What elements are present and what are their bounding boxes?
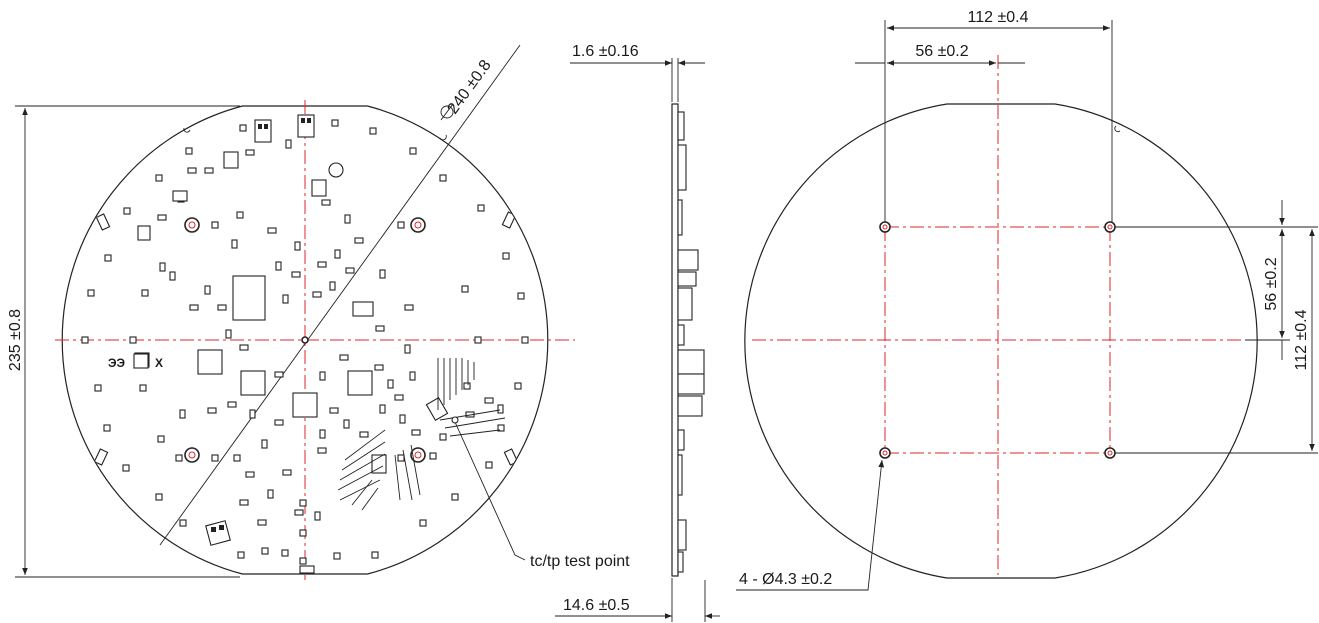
height-dimension-label: 235 ±0.8	[7, 309, 24, 371]
mounting-holes	[879, 221, 1116, 459]
diameter-line	[159, 44, 521, 546]
side-view: 1.6 ±0.16 14.6 ±0.5	[555, 43, 720, 622]
board-components	[134, 114, 504, 546]
board-outline	[61, 105, 549, 575]
hole-view-outline	[744, 103, 1258, 579]
svg-text:ЭЭ: ЭЭ	[108, 356, 126, 370]
side-components	[677, 111, 705, 573]
svg-text:X: X	[155, 356, 163, 370]
overall-dimension-label: 14.6 ±0.5	[563, 597, 630, 614]
hole-view-notch	[1114, 125, 1121, 133]
marking-symbols: ЭЭ X	[108, 353, 163, 370]
testpoint-leader	[454, 421, 526, 561]
horizontal-inner-dimension-label: 56 ±0.2	[915, 43, 968, 60]
front-view: ЭЭ X 235 ±0.8 240 ±0.8 tc/tp test point	[7, 44, 630, 580]
vertical-outer-dimension-label: 112 ±0.4	[1293, 309, 1310, 370]
holes-callout-leader	[736, 459, 885, 591]
thickness-dimension-label: 1.6 ±0.16	[572, 43, 639, 60]
hole-pattern-view: 112 ±0.4 56 ±0.2 56 ±0.2 112 ±0.4 4 - Ø4…	[736, 9, 1318, 591]
pcb-edge	[671, 103, 679, 577]
vertical-inner-dimension-label: 56 ±0.2	[1263, 257, 1280, 310]
notch-left	[183, 127, 191, 133]
heatsink-fingers	[337, 358, 506, 511]
notch-right	[439, 134, 447, 141]
testpoint-label: tc/tp test point	[530, 553, 630, 570]
front-mounting-holes	[184, 217, 426, 463]
testpoint-marker	[451, 416, 459, 424]
horizontal-outer-dimension-label: 112 ±0.4	[968, 9, 1029, 26]
diameter-symbol	[440, 105, 454, 119]
led-pads	[81, 119, 529, 574]
holes-callout-label: 4 - Ø4.3 ±0.2	[739, 571, 832, 588]
